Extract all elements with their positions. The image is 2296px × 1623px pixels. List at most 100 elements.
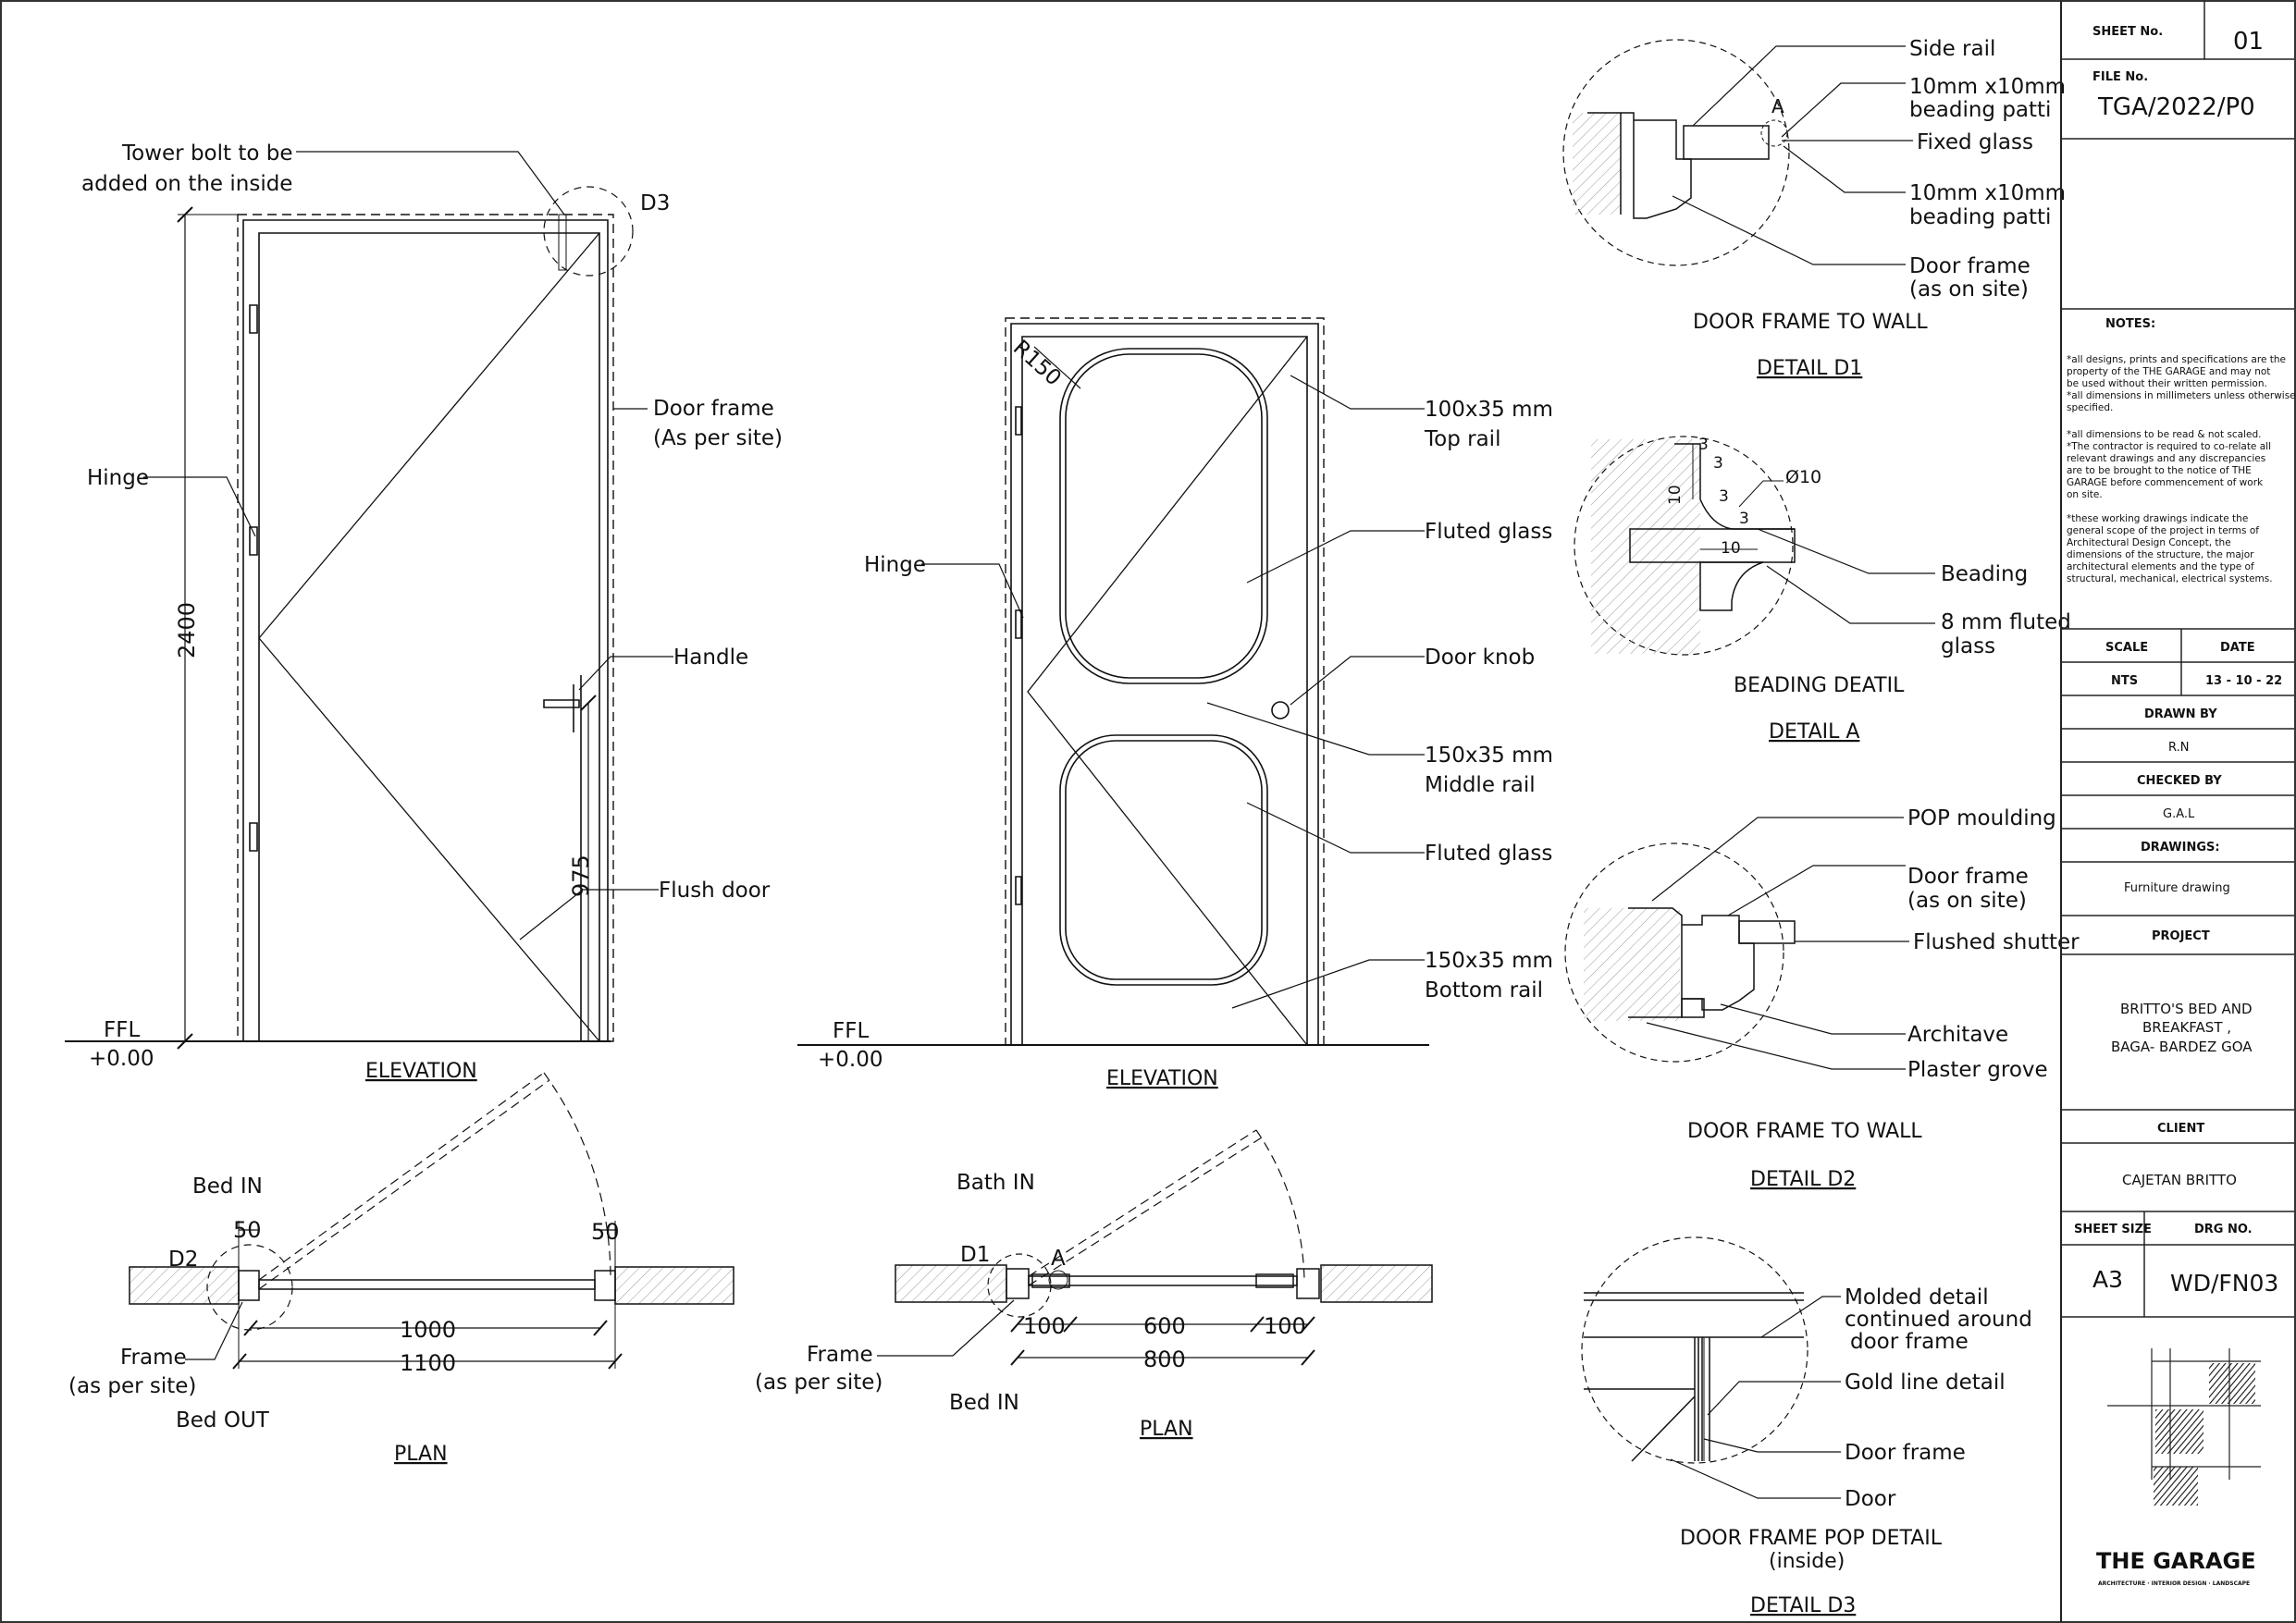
door-frame — [243, 220, 608, 1041]
swing-lines — [259, 233, 599, 1041]
subtitle-detail-d3: DOOR FRAME POP DETAIL — [1680, 1527, 1943, 1550]
dim-800: 800 — [1143, 1346, 1186, 1372]
side-rail — [1256, 1274, 1293, 1287]
plan-right-text: Bath IN D1 A Frame (as per site) 100 600… — [755, 1171, 1306, 1441]
label-architave: Architave — [1907, 1023, 2008, 1047]
label-fixed-glass: Fixed glass — [1917, 130, 2033, 154]
tb-project-label: PROJECT — [2152, 929, 2210, 943]
door-knob — [1272, 702, 1289, 719]
tb-note: general scope of the project in terms of — [2067, 525, 2259, 536]
label-bottom-rail: Bottom rail — [1425, 978, 1543, 1002]
detail-marker-a — [1761, 120, 1787, 146]
tb-date-label: DATE — [2220, 641, 2255, 655]
tb-drg-no-label: DRG NO. — [2194, 1223, 2253, 1236]
pop-moulding — [1628, 908, 1682, 1017]
dim-100: 100 — [1023, 1313, 1066, 1339]
door-frame — [1011, 324, 1318, 1045]
glass — [1630, 529, 1795, 562]
frame-hatch — [1591, 439, 1700, 654]
title-elevation: ELEVATION — [1106, 1067, 1218, 1090]
detail-a — [1574, 436, 1935, 655]
label-a: A — [1771, 95, 1784, 117]
wall-hatch — [1573, 113, 1621, 215]
detail-circle — [1574, 436, 1793, 655]
swing-arc — [1256, 1130, 1304, 1280]
leader — [1207, 703, 1425, 755]
label-glass: glass — [1941, 634, 1995, 658]
label-side-rail: Side rail — [1909, 37, 1995, 61]
handle — [544, 700, 579, 707]
label-door-frame: (As per site) — [653, 426, 783, 450]
title-detail-a: DETAIL A — [1769, 720, 1859, 744]
door-frame-outline — [1006, 318, 1324, 1045]
firm-tagline: ARCHITECTURE · INTERIOR DESIGN · LANDSCA… — [2098, 1580, 2250, 1587]
label-level: +0.00 — [89, 1047, 154, 1071]
leader — [921, 564, 1023, 618]
leader — [1758, 529, 1935, 573]
frame-profile — [1682, 916, 1754, 1010]
side-rail — [1684, 126, 1769, 159]
leader — [1671, 1459, 1841, 1498]
tb-note: are to be brought to the notice of THE — [2067, 465, 2252, 476]
subtitle-detail-d1: DOOR FRAME TO WALL — [1693, 311, 1928, 334]
plan-left — [130, 1073, 734, 1369]
label-ffl: FFL — [104, 1018, 140, 1042]
label-ffl: FFL — [833, 1019, 869, 1043]
label-r150: R150 — [1008, 336, 1066, 390]
label-hinge: Hinge — [864, 553, 926, 577]
label-handle: Handle — [673, 646, 748, 670]
leader — [143, 477, 255, 536]
tb-project: BRITTO'S BED AND — [2120, 1001, 2253, 1017]
tb-checked-by-label: CHECKED BY — [2137, 774, 2222, 788]
wall-right — [1321, 1265, 1432, 1302]
tb-note: structural, mechanical, electrical syste… — [2067, 573, 2273, 584]
detail-d1 — [1563, 40, 1913, 265]
leader — [1728, 866, 1906, 916]
frame-right — [1297, 1269, 1319, 1298]
architave — [1682, 999, 1704, 1017]
label-flushed-shutter: Flushed shutter — [1913, 930, 2080, 954]
dim-tick — [1302, 1317, 1315, 1332]
tb-drawings: Furniture drawing — [2124, 881, 2230, 895]
leader — [1247, 803, 1425, 853]
tb-note: *all dimensions to be read & not scaled. — [2067, 429, 2262, 440]
tb-note: architectural elements and the type of — [2067, 561, 2254, 572]
label-fluted-glass: Fluted glass — [1425, 520, 1552, 544]
swing-line — [1632, 1396, 1695, 1461]
leader — [1652, 818, 1904, 901]
shutter — [1739, 921, 1795, 943]
dim-3: 3 — [1719, 487, 1729, 506]
tb-file-no: TGA/2022/P0 — [2097, 93, 2255, 121]
tb-project: BREAKFAST , — [2142, 1019, 2231, 1036]
dim-3: 3 — [1739, 510, 1749, 528]
label-top-rail: 100x35 mm — [1425, 398, 1553, 422]
shutter — [1029, 1276, 1297, 1285]
leader — [877, 1300, 1014, 1356]
leader — [1721, 1004, 1906, 1034]
firm-logo — [2107, 1348, 2261, 1506]
leader — [1647, 1023, 1906, 1069]
label-door-frame: (as on site) — [1907, 889, 2027, 913]
dim-tick — [581, 695, 596, 710]
dim-dia10: Ø10 — [1785, 467, 1821, 487]
leader — [296, 152, 564, 215]
dim-10: 10 — [1721, 539, 1741, 558]
label-pop-moulding: POP moulding — [1907, 806, 2056, 830]
elevation-left-text: Tower bolt to be added on the inside D3 … — [81, 141, 783, 1083]
label-bottom-rail: 150x35 mm — [1425, 949, 1553, 973]
tb-note: be used without their written permission… — [2067, 378, 2267, 389]
glass-panel-bottom — [1066, 741, 1262, 979]
frame-left — [1006, 1269, 1029, 1298]
label-bath-in: Bath IN — [957, 1171, 1035, 1195]
label-a: A — [1051, 1247, 1066, 1271]
label-plaster-grove: Plaster grove — [1907, 1058, 2048, 1082]
firm-name: THE GARAGE — [2096, 1548, 2256, 1574]
dim-tick — [1251, 1317, 1264, 1332]
tb-note: relevant drawings and any discrepancies — [2067, 453, 2265, 464]
beading-profile — [1700, 562, 1763, 610]
label-beading: Beading — [1941, 562, 2028, 586]
shutter — [259, 1280, 595, 1289]
swing-line — [259, 1080, 549, 1289]
